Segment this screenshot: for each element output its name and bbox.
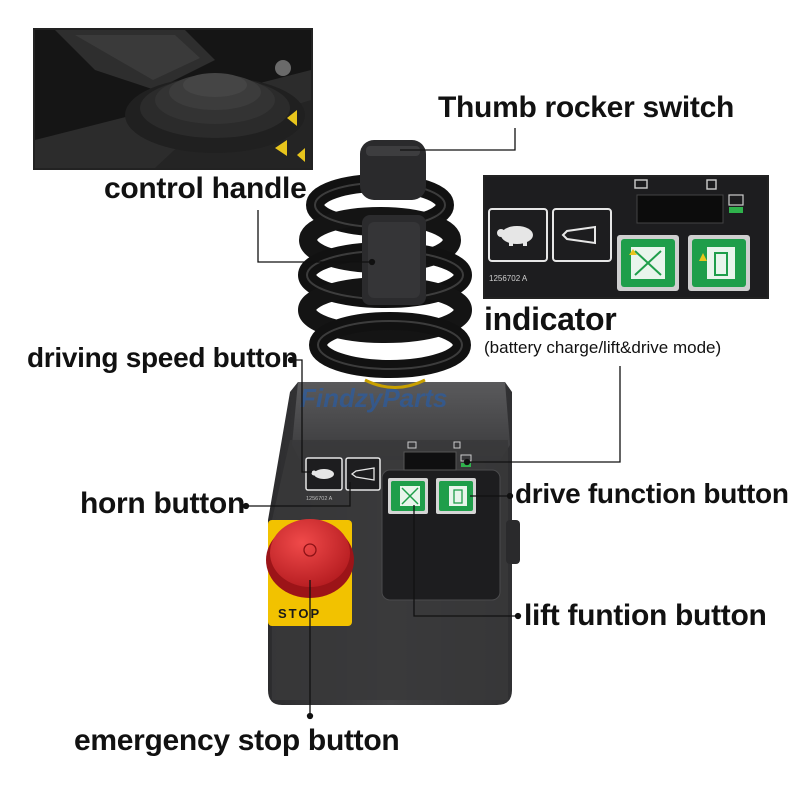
indicator-closeup-image: 1256702 A: [485, 177, 767, 297]
label-horn-button: horn button: [80, 487, 245, 520]
stop-text: STOP: [278, 606, 321, 621]
label-drive-function-button: drive function button: [515, 478, 789, 509]
body-part-number: 1256702 A: [306, 496, 333, 502]
watermark-logo: FindzyParts: [300, 383, 447, 413]
label-indicator-subtitle: (battery charge/lift&drive mode): [484, 338, 722, 357]
indicator-closeup-inset: 1256702 A: [483, 175, 769, 299]
label-driving-speed-button: driving speed button: [27, 342, 298, 373]
label-thumb-rocker-switch: Thumb rocker switch: [438, 91, 735, 124]
label-indicator: indicator: [484, 301, 617, 337]
leader-lines: [242, 128, 621, 720]
label-control-handle: control handle: [104, 172, 307, 205]
handle-closeup-image: [35, 30, 311, 168]
horn-button: [345, 457, 381, 491]
label-lift-function-button: lift funtion button: [524, 599, 767, 632]
indicator-closeup-part-number: 1256702 A: [489, 274, 528, 283]
label-emergency-stop-button: emergency stop button: [74, 724, 400, 757]
handle-closeup-inset: [33, 28, 313, 170]
